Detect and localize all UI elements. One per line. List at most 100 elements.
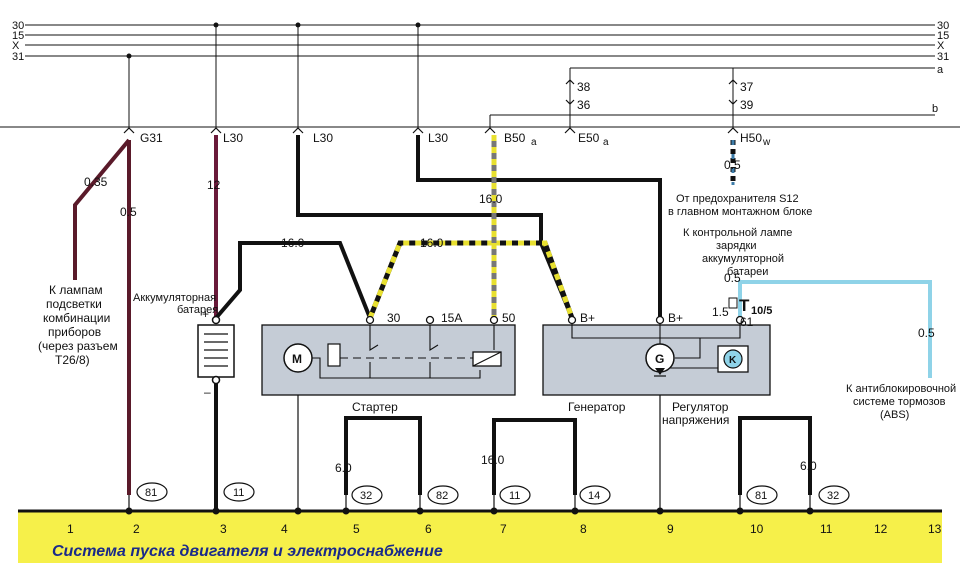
- svg-text:1: 1: [67, 522, 74, 536]
- bus-lines: [0, 24, 960, 128]
- svg-text:К контрольной лампе: К контрольной лампе: [683, 227, 792, 239]
- svg-text:4: 4: [281, 522, 288, 536]
- gen-term-bplus-2: B+: [668, 311, 683, 325]
- bus-label-30-left: 30: [12, 20, 24, 32]
- t-connector-sub: 10/5: [751, 305, 772, 317]
- bus-label-30-right: 30: [937, 20, 949, 32]
- svg-text:(через разъем: (через разъем: [38, 339, 118, 353]
- svg-text:К антиблокировочной: К антиблокировочной: [846, 383, 956, 395]
- svg-text:батареи: батареи: [727, 266, 768, 278]
- wire-abs-cyan: [738, 280, 932, 378]
- starter-term-15a: 15A: [441, 311, 462, 325]
- bus-label-x-right: X: [937, 40, 945, 52]
- wire-size-16a: 16.0: [281, 236, 305, 250]
- column-numbers: 1 2 3 4 5 6 7 8 9 10 11 12 13: [67, 522, 942, 536]
- wire-battery-starter30: [214, 241, 372, 320]
- ground-tag-6: 14: [588, 490, 600, 502]
- generator-g-label: G: [655, 352, 664, 366]
- svg-text:3: 3: [220, 522, 227, 536]
- svg-text:приборов: приборов: [48, 325, 101, 339]
- battery-label-2: батарея: [177, 304, 218, 316]
- charge-lamp-note: К контрольной лампе зарядки аккумуляторн…: [683, 227, 792, 278]
- wire-size-16c: 16.0: [479, 192, 503, 206]
- junction-dots: [126, 22, 421, 59]
- svg-text:7: 7: [500, 522, 507, 536]
- wire-size-60a: 6.0: [335, 461, 352, 475]
- connector-36: 36: [577, 98, 591, 112]
- svg-text:10: 10: [750, 522, 764, 536]
- wire-size-05d: 0.5: [918, 326, 935, 340]
- starter-box: [261, 315, 516, 396]
- wire-starter-ground: [344, 416, 422, 495]
- svg-text:подсветки: подсветки: [46, 297, 102, 311]
- bus-label-x-left: X: [12, 40, 20, 52]
- wire-size-05b: 0.5: [724, 158, 741, 172]
- svg-text:в главном монтажном блоке: в главном монтажном блоке: [668, 206, 812, 218]
- connector-39: 39: [740, 98, 754, 112]
- wire-lamp-maroon: [73, 138, 131, 280]
- wire-size-160d: 16.0: [481, 453, 505, 467]
- svg-text:12: 12: [874, 522, 888, 536]
- battery-minus: –: [204, 385, 211, 399]
- wire-size-05c: 0.5: [724, 271, 741, 285]
- svg-text:8: 8: [580, 522, 587, 536]
- bus-label-31-left: 31: [12, 51, 24, 63]
- wire-ground-loop-16: [492, 418, 577, 495]
- abs-note: К антиблокировочной системе тормозов (AB…: [846, 383, 956, 421]
- ground-tag-4: 82: [436, 490, 448, 502]
- bus-label-b: b: [932, 103, 938, 115]
- footer-title: Система пуска двигателя и электроснабжен…: [52, 543, 443, 560]
- svg-text:От предохранителя S12: От предохранителя S12: [676, 193, 799, 205]
- wire-l30-starter: [296, 135, 574, 319]
- wire-size-035: 0.35: [84, 175, 108, 189]
- svg-text:11: 11: [820, 522, 833, 536]
- connector-38: 38: [577, 80, 591, 94]
- gen-term-bplus-1: B+: [580, 311, 595, 325]
- ground-tag-7: 81: [755, 490, 767, 502]
- bus-label-15-right: 15: [937, 30, 949, 42]
- connector-l30-2: L30: [313, 131, 333, 145]
- connector-b50-sub: a: [531, 137, 537, 148]
- wire-size-60b: 6.0: [800, 459, 817, 473]
- ground-tags: [136, 482, 850, 505]
- wire-ground-loop-6: [738, 416, 812, 495]
- footer-bar: [18, 511, 942, 563]
- connector-h50-sub: w: [762, 137, 771, 148]
- regulator-label-2: напряжения: [662, 413, 729, 427]
- svg-text:2: 2: [133, 522, 140, 536]
- starter-label: Стартер: [352, 400, 398, 414]
- generator-label: Генератор: [568, 400, 626, 414]
- motor-label: M: [292, 352, 302, 366]
- connector-e50-sub: a: [603, 137, 609, 148]
- ground-tag-1: 81: [145, 487, 157, 499]
- regulator-label-1: Регулятор: [672, 400, 729, 414]
- wire-l30-generator: [416, 135, 662, 318]
- fuse-note: От предохранителя S12 в главном монтажно…: [668, 193, 812, 218]
- connector-l30-1: L30: [223, 131, 243, 145]
- svg-text:К лампам: К лампам: [49, 283, 103, 297]
- svg-text:13: 13: [928, 522, 942, 536]
- wire-size-12: 12: [207, 178, 221, 192]
- battery-label-1: Аккумуляторная: [133, 292, 216, 304]
- regulator-k-label: K: [729, 355, 737, 366]
- wire-gen-yellow: [494, 240, 575, 319]
- wire-size-16b: 16.0: [420, 236, 444, 250]
- battery: [197, 315, 235, 385]
- wire-size-15: 1.5: [712, 305, 729, 319]
- regulator-symbol: [723, 349, 743, 369]
- lamps-note: К лампам подсветки комбинации приборов (…: [38, 283, 118, 367]
- connector-l30-3: L30: [428, 131, 448, 145]
- connector-e50: E50: [578, 131, 600, 145]
- t-connector-icon: [728, 297, 738, 309]
- wire-size-05a: 0.5: [120, 205, 137, 219]
- wire-starter30-yellow: [367, 240, 494, 319]
- battery-plus: +: [202, 307, 209, 321]
- ground-tag-5: 11: [509, 490, 520, 502]
- svg-text:9: 9: [667, 522, 674, 536]
- bus-label-a: a: [937, 64, 944, 76]
- svg-text:6: 6: [425, 522, 432, 536]
- ground-tag-8: 32: [827, 490, 839, 502]
- ground-tag-2: 11: [233, 487, 244, 499]
